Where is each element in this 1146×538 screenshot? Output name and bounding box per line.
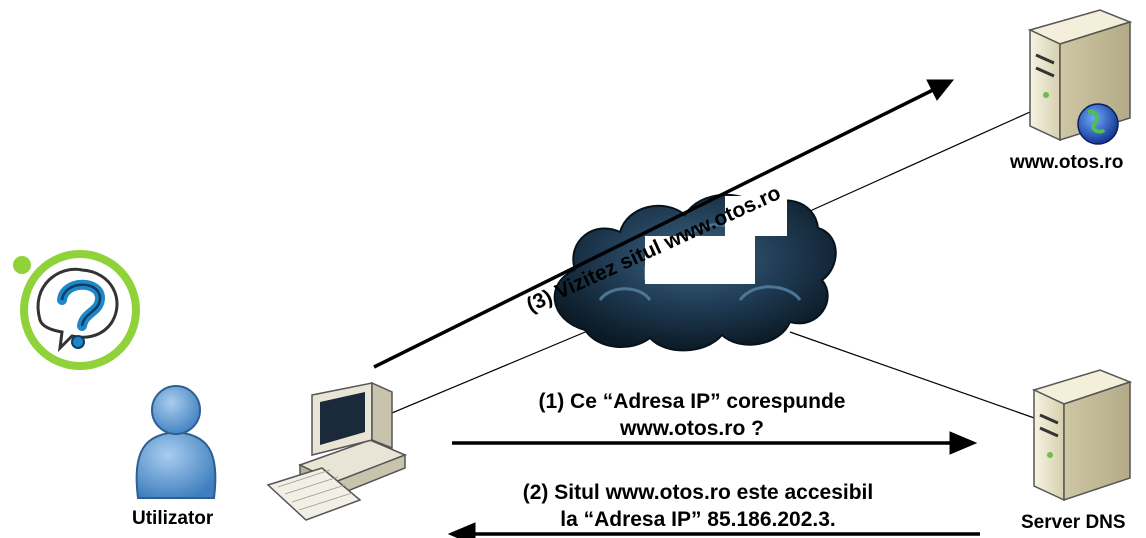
connection-lines xyxy=(379,111,1041,421)
line-cloud-dns-server xyxy=(789,331,1041,421)
arrow-step3-head xyxy=(926,79,955,101)
arrow-step2-head xyxy=(447,522,476,538)
arrow-step1-head xyxy=(949,431,978,455)
internet-label: nternet xyxy=(643,256,724,286)
web-server-icon xyxy=(1027,9,1133,145)
line-computer-cloud xyxy=(379,329,591,419)
dns-server-icon xyxy=(1031,369,1133,502)
desktop-computer-icon xyxy=(266,381,407,521)
globe-icon xyxy=(1077,103,1119,145)
step1-line1: (1) Ce “Adresa IP” corespunde xyxy=(538,390,846,413)
message-arrows xyxy=(373,79,980,538)
step2-line1: (2) Situl www.otos.ro este accesibil xyxy=(522,481,874,504)
step1-line2: www.otos.ro ? xyxy=(620,417,764,440)
step2-message: (2) Situl www.otos.ro este accesibil la … xyxy=(458,479,938,533)
user-label: Utilizator xyxy=(132,508,214,529)
line-cloud-web-server xyxy=(789,111,1031,221)
user-icon xyxy=(135,385,217,499)
step1-message: (1) Ce “Adresa IP” corespunde www.otos.r… xyxy=(452,388,932,442)
web-server-label: www.otos.ro xyxy=(1010,152,1124,173)
dns-server-label: Server DNS xyxy=(1021,512,1126,533)
internet-cloud-icon xyxy=(553,193,837,352)
question-bubble-icon xyxy=(13,250,140,370)
arrow-step3 xyxy=(373,87,936,369)
step2-line2: la “Adresa IP” 85.186.202.3. xyxy=(560,508,836,531)
